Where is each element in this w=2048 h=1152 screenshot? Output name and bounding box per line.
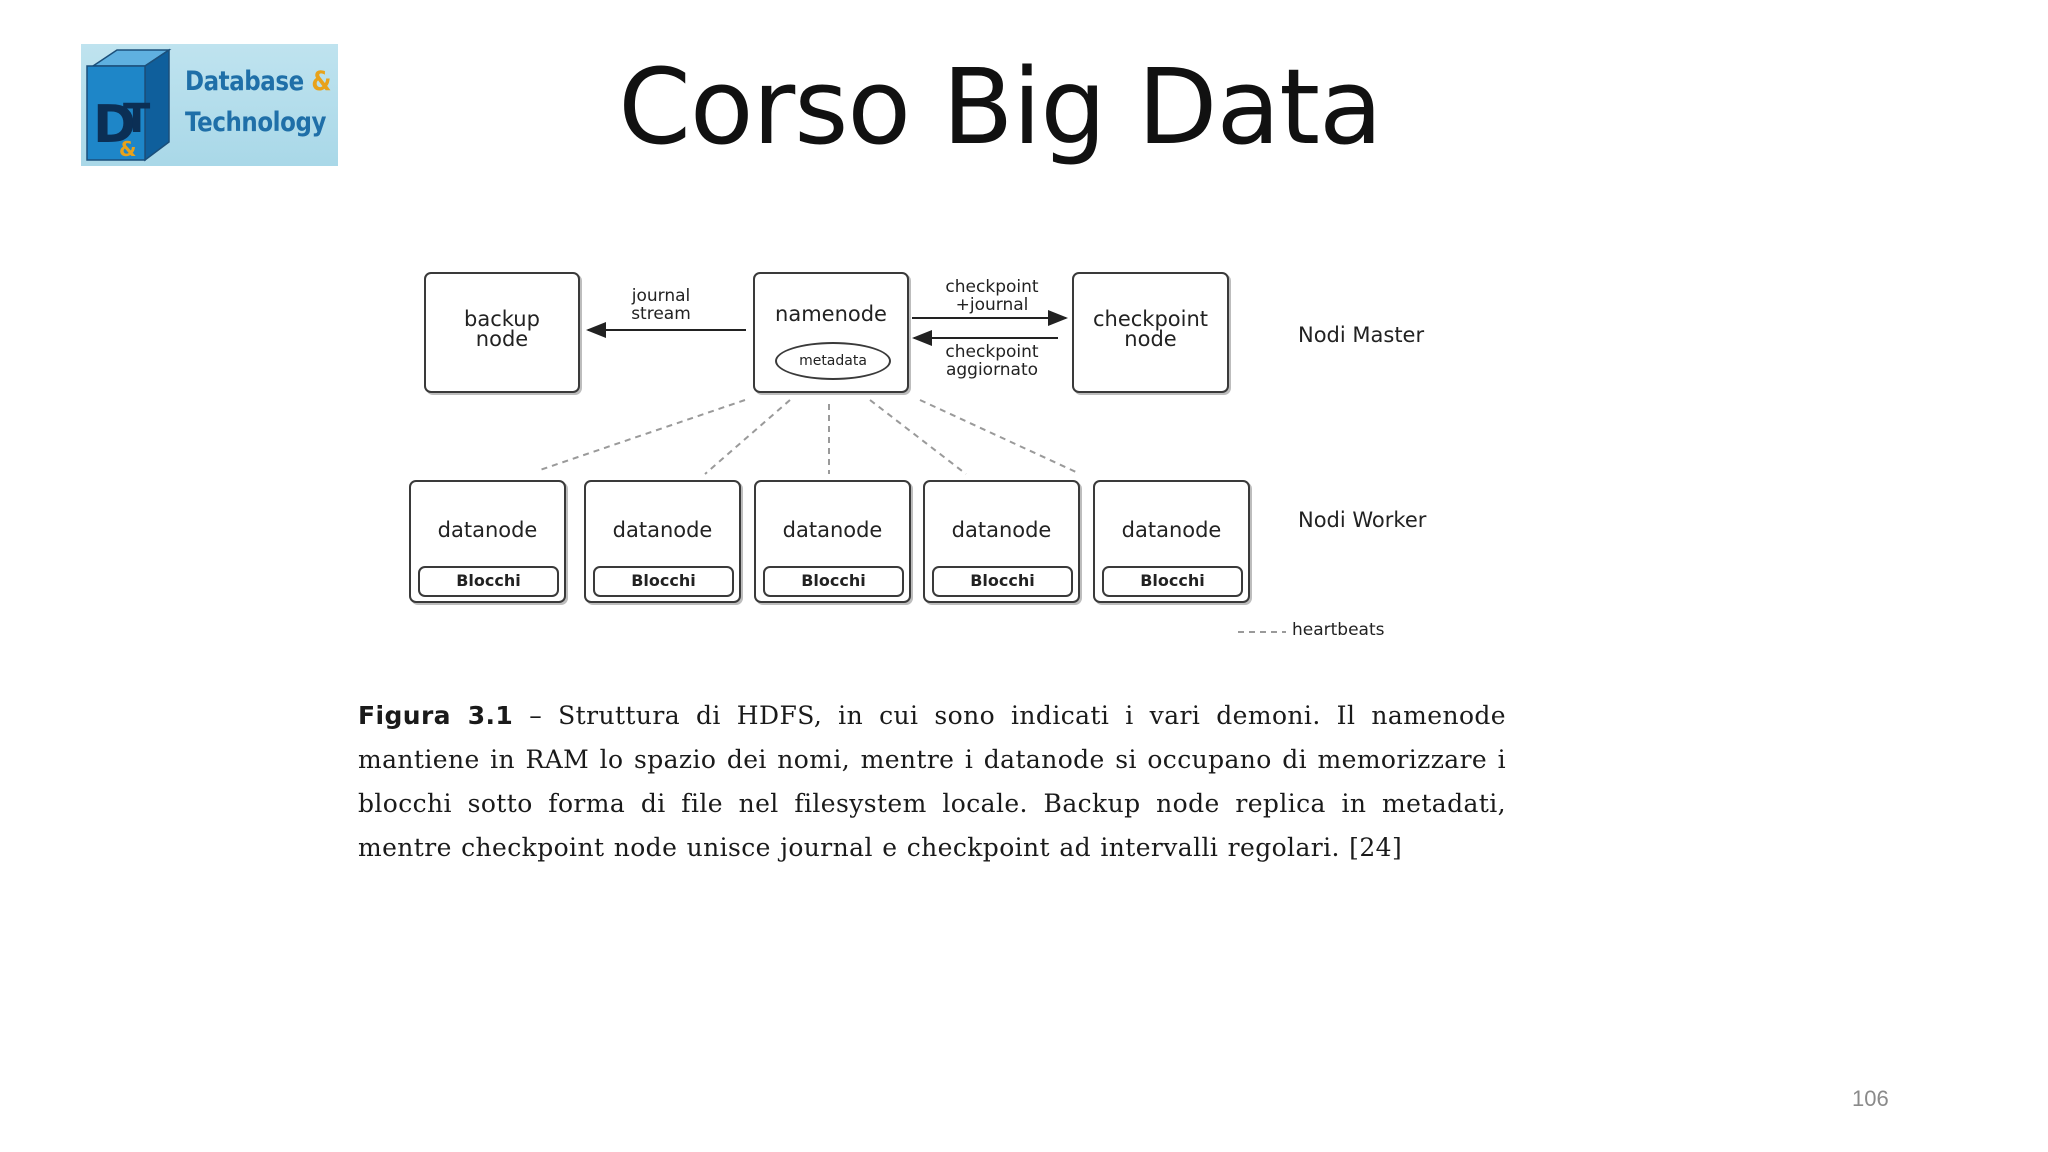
heartbeat-line-5 xyxy=(919,399,1077,473)
checkpoint-journal-label: checkpoint +journal xyxy=(945,277,1039,315)
backup-node: backup node xyxy=(424,272,580,393)
datanode-label: datanode xyxy=(612,518,713,542)
blocchi-box: Blocchi xyxy=(1102,566,1243,597)
slide-title: Corso Big Data xyxy=(618,46,1383,168)
caption-text: – Struttura di HDFS, in cui sono indicat… xyxy=(358,701,1506,862)
blocchi-box: Blocchi xyxy=(418,566,559,597)
group-label-worker: Nodi Worker xyxy=(1298,508,1427,532)
datanode-3: datanode Blocchi xyxy=(754,480,911,603)
logo-ampersand: & xyxy=(311,66,331,97)
svg-text:&: & xyxy=(119,137,136,161)
page-number: 106 xyxy=(1852,1086,1889,1111)
blocchi-box: Blocchi xyxy=(932,566,1073,597)
datanode-4: datanode Blocchi xyxy=(923,480,1080,603)
heartbeat-line-2 xyxy=(704,399,791,475)
logo-line-technology: Technology xyxy=(185,107,326,138)
datanode-2: datanode Blocchi xyxy=(584,480,741,603)
database-technology-logo: D T & Database & Technology xyxy=(81,44,338,166)
datanode-label: datanode xyxy=(782,518,883,542)
checkpoint-node-label: checkpoint node xyxy=(1092,307,1209,351)
datanode-1: datanode Blocchi xyxy=(409,480,566,603)
heartbeat-line-4 xyxy=(869,399,967,475)
checkpoint-node: checkpoint node xyxy=(1072,272,1229,393)
blocchi-box: Blocchi xyxy=(593,566,734,597)
blocchi-box: Blocchi xyxy=(763,566,904,597)
legend-heartbeats: heartbeats xyxy=(1292,620,1385,640)
svg-text:D: D xyxy=(93,95,136,155)
namenode: namenode metadata xyxy=(753,272,909,393)
checkpoint-updated-label: checkpoint aggiornato xyxy=(945,342,1039,380)
svg-text:T: T xyxy=(123,96,151,142)
group-label-master: Nodi Master xyxy=(1298,323,1425,347)
logo-line-database: Database & xyxy=(185,66,331,97)
heartbeat-lines xyxy=(539,399,1077,475)
datanode-label: datanode xyxy=(1121,518,1222,542)
caption-prefix: Figura 3.1 xyxy=(358,701,514,730)
heartbeat-line-1 xyxy=(539,399,746,471)
datanode-5: datanode Blocchi xyxy=(1093,480,1250,603)
datanode-label: datanode xyxy=(437,518,538,542)
namenode-label: namenode xyxy=(775,302,887,326)
journal-stream-label: journal stream xyxy=(631,286,691,324)
figure-caption: Figura 3.1 – Struttura di HDFS, in cui s… xyxy=(358,694,1506,870)
backup-node-label: backup node xyxy=(464,307,540,351)
metadata-oval: metadata xyxy=(775,342,891,380)
datanode-label: datanode xyxy=(951,518,1052,542)
cube-logo-icon: D T & xyxy=(86,48,172,162)
